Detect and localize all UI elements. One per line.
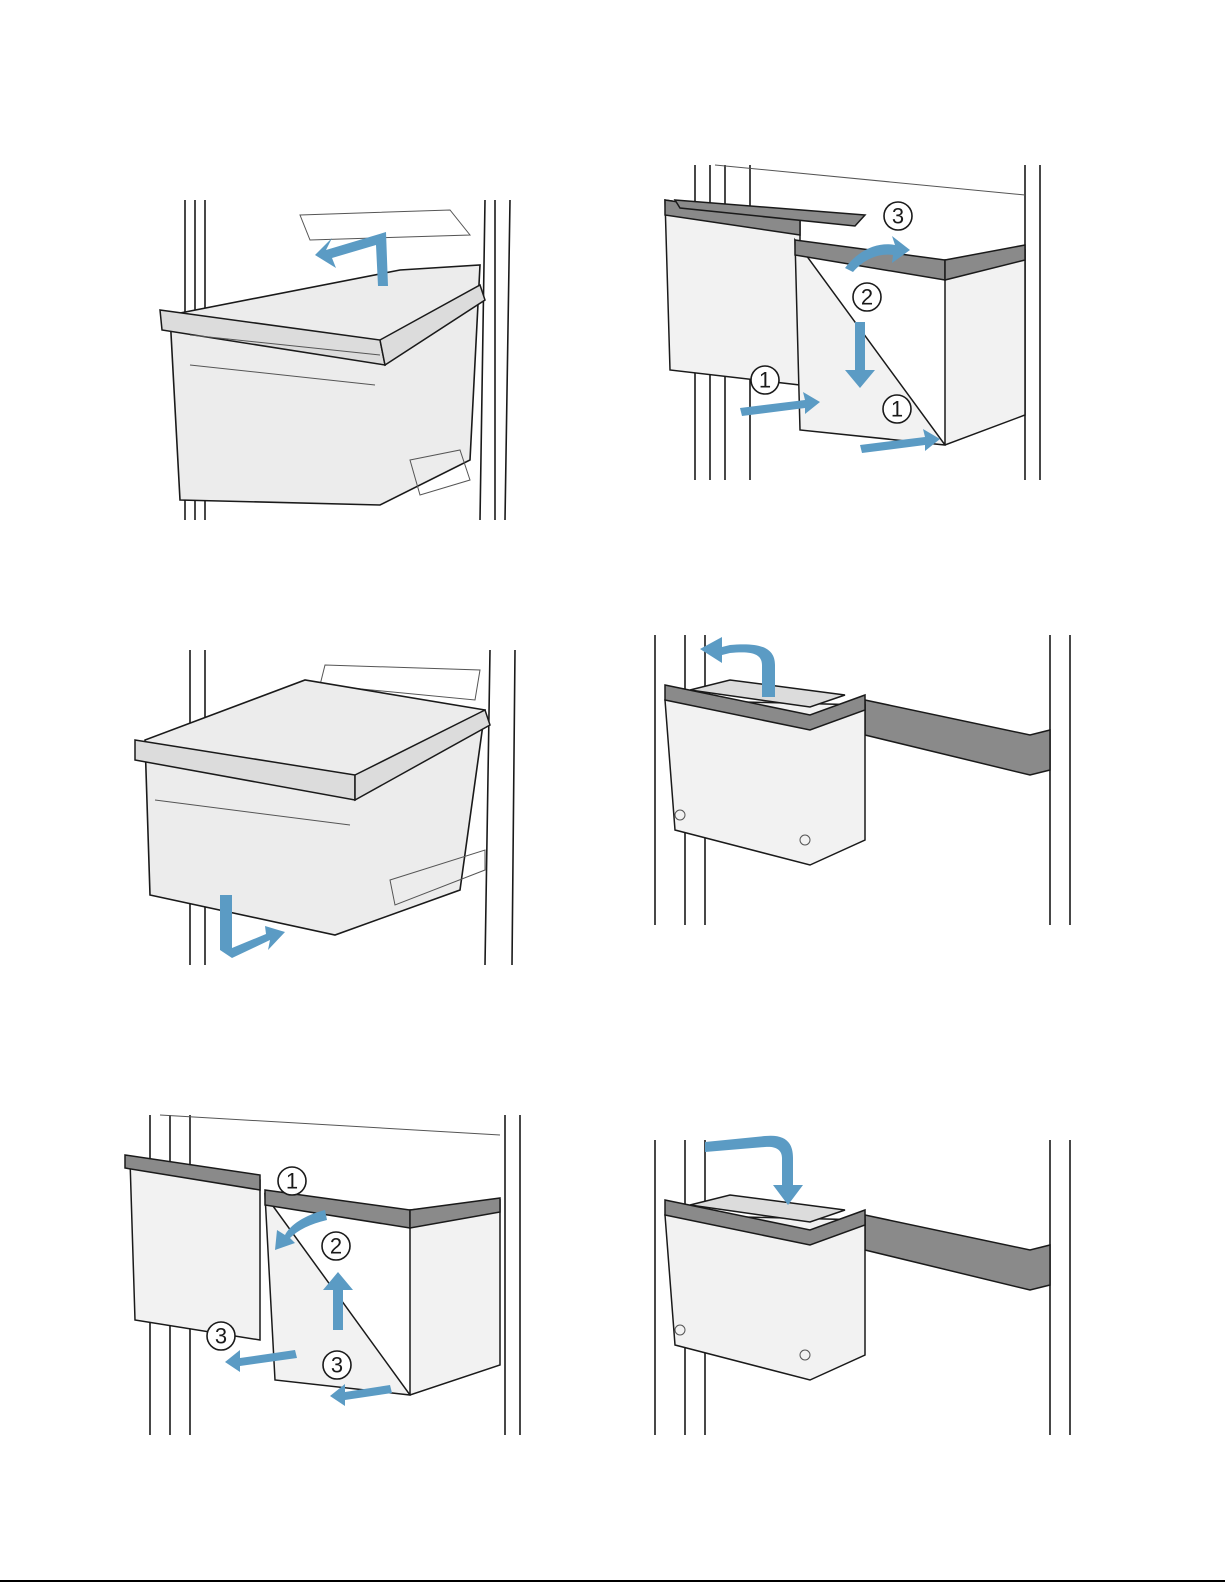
door-bin: [665, 1195, 865, 1380]
panel-insert-door-bin: [650, 1130, 1080, 1445]
door-bin: [665, 680, 865, 865]
step-label-3: 3: [884, 202, 912, 230]
svg-text:3: 3: [215, 1324, 227, 1349]
step-label-1a: 1: [751, 366, 779, 394]
svg-text:3: 3: [331, 1353, 343, 1378]
panel-remove-door-bins-numbered: 1 2 3 3: [120, 1110, 530, 1445]
svg-text:2: 2: [861, 285, 873, 310]
drawer: [135, 680, 490, 935]
panel-remove-drawer: [150, 190, 530, 530]
svg-text:2: 2: [330, 1234, 342, 1259]
door-bin-left: [125, 1155, 260, 1340]
footer-rule: [0, 1580, 1225, 1582]
svg-text:3: 3: [892, 204, 904, 229]
lower-arrow: [705, 1136, 803, 1205]
step-label-2: 2: [322, 1232, 350, 1260]
svg-text:1: 1: [891, 397, 903, 422]
panel-insert-drawer: [130, 640, 530, 975]
svg-text:1: 1: [759, 368, 771, 393]
step-label-3b: 3: [323, 1351, 351, 1379]
panel-remove-door-bin: [650, 625, 1080, 935]
step-label-2: 2: [853, 283, 881, 311]
step-label-1: 1: [278, 1167, 306, 1195]
svg-text:1: 1: [286, 1169, 298, 1194]
step-label-3a: 3: [207, 1322, 235, 1350]
drawer: [160, 265, 485, 505]
panel-insert-door-bins: 1 1 2 3: [655, 160, 1055, 490]
step-label-1b: 1: [883, 395, 911, 423]
